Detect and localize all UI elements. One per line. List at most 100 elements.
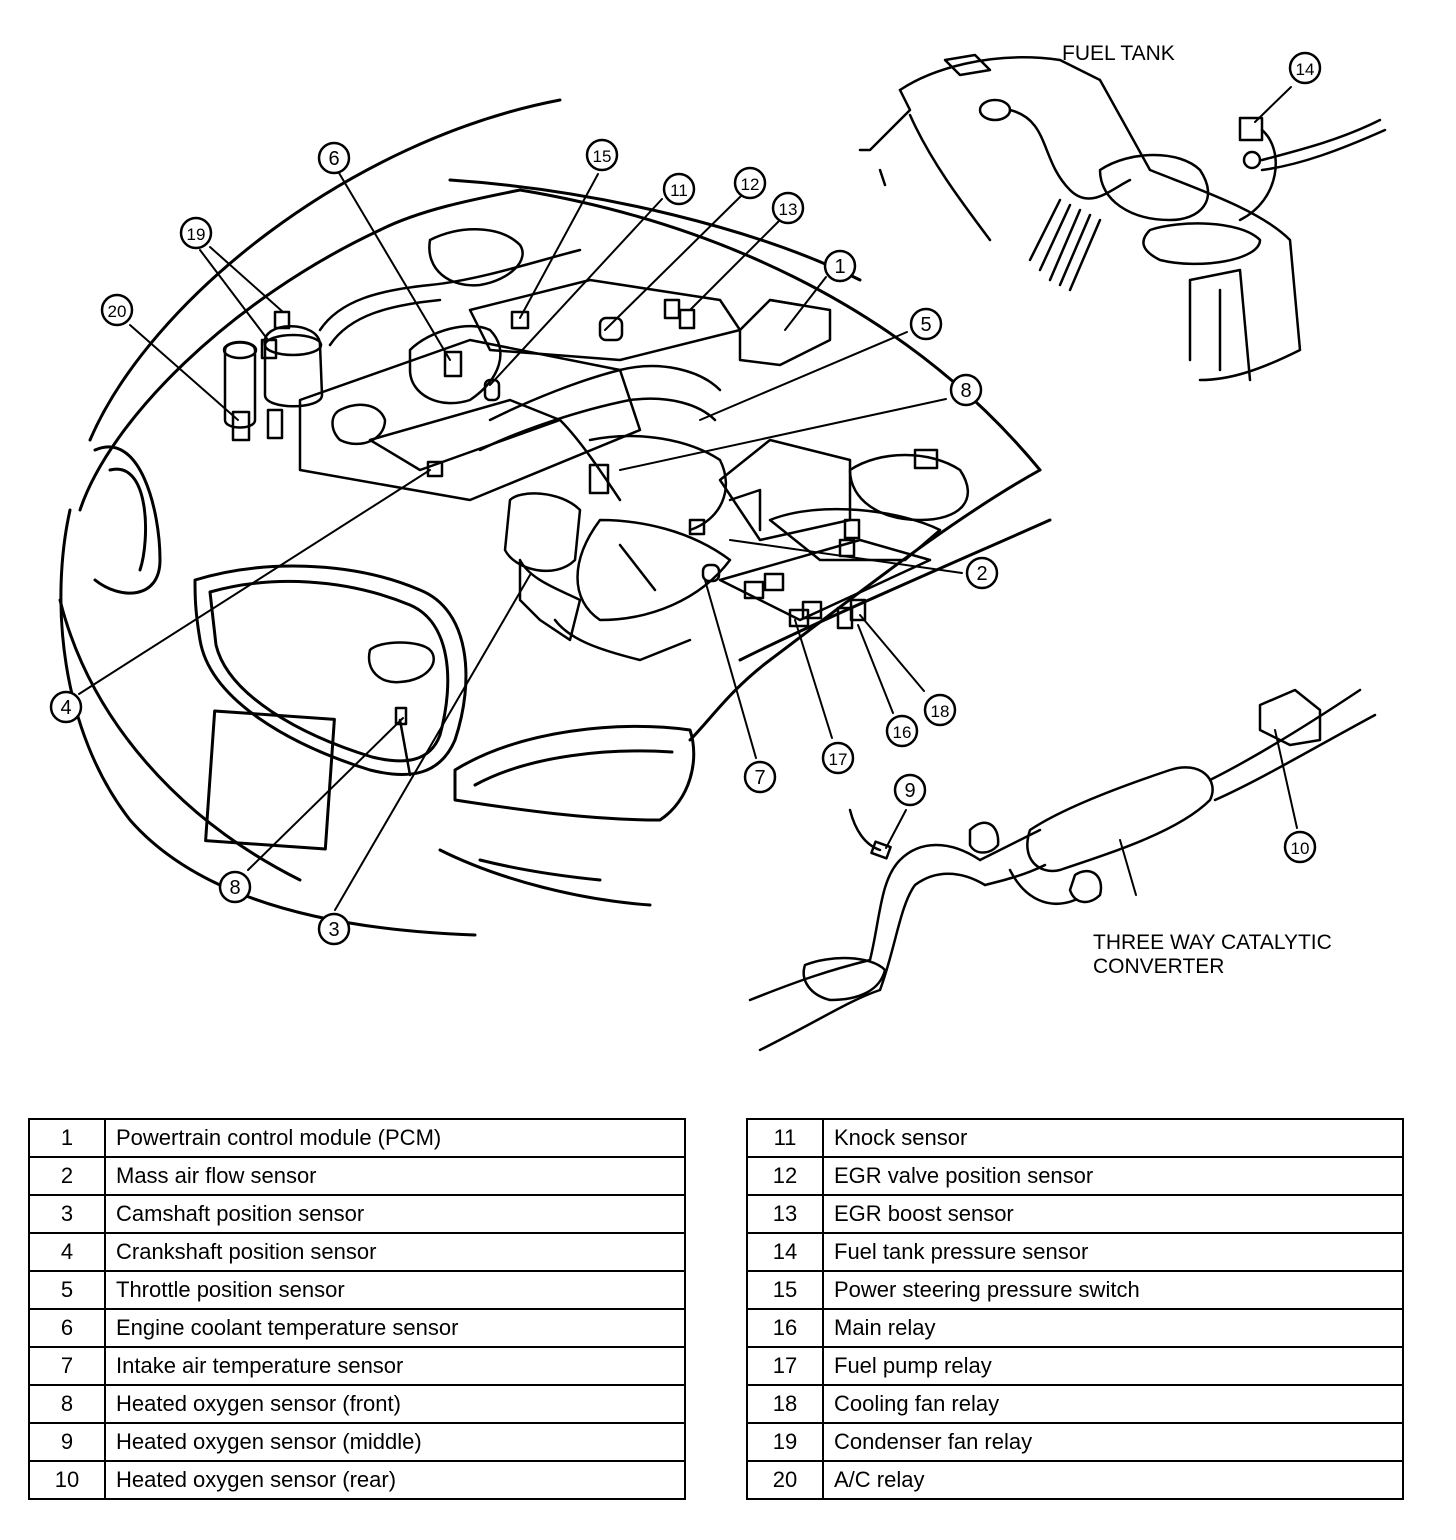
callout-number: 15 xyxy=(593,147,612,166)
callout-circle xyxy=(317,141,351,175)
callout-20: 20 xyxy=(100,293,134,327)
legend-number: 7 xyxy=(28,1346,106,1386)
callout-number: 1 xyxy=(834,256,845,278)
callout-number: 3 xyxy=(328,919,339,941)
callout-number: 7 xyxy=(754,767,765,789)
callout-8: 8 xyxy=(218,870,252,904)
legend-description: Powertrain control module (PCM) xyxy=(104,1118,686,1158)
callout-18: 18 xyxy=(923,693,957,727)
legend-description: A/C relay xyxy=(822,1460,1404,1500)
callout-leader-lines xyxy=(78,86,1298,911)
callout-circle xyxy=(49,690,83,724)
callout-17: 17 xyxy=(821,741,855,775)
callout-number: 8 xyxy=(229,877,240,899)
legend-description: EGR valve position sensor xyxy=(822,1156,1404,1196)
callout-16: 16 xyxy=(885,714,919,748)
legend-number: 11 xyxy=(746,1118,824,1158)
callout-circle xyxy=(965,556,999,590)
callout-circle xyxy=(771,191,805,225)
legend-number: 19 xyxy=(746,1422,824,1462)
legend-description: Knock sensor xyxy=(822,1118,1404,1158)
legend-description: Crankshaft position sensor xyxy=(104,1232,686,1272)
legend-number: 1 xyxy=(28,1118,106,1158)
callout-19: 19 xyxy=(179,216,213,250)
callout-number: 14 xyxy=(1296,60,1315,79)
exhaust-system-drawing xyxy=(748,688,1377,1052)
callout-15: 15 xyxy=(585,138,619,172)
callout-6: 6 xyxy=(317,141,351,175)
legend-description: EGR boost sensor xyxy=(822,1194,1404,1234)
legend-description: Heated oxygen sensor (front) xyxy=(104,1384,686,1424)
fuel-tank-drawing xyxy=(858,53,1387,382)
legend-number: 3 xyxy=(28,1194,106,1234)
callout-circle xyxy=(218,870,252,904)
callout-number: 2 xyxy=(976,563,987,585)
callout-circle xyxy=(733,166,767,200)
callout-10: 10 xyxy=(1283,830,1317,864)
vehicle-body-outline xyxy=(58,98,1052,937)
legend-description: Mass air flow sensor xyxy=(104,1156,686,1196)
callout-circle xyxy=(821,741,855,775)
legend-description: Cooling fan relay xyxy=(822,1384,1404,1424)
legend-number: 13 xyxy=(746,1194,824,1234)
legend-number: 4 xyxy=(28,1232,106,1272)
callout-circle xyxy=(1288,51,1322,85)
callout-circle xyxy=(949,373,983,407)
callout-13: 13 xyxy=(771,191,805,225)
callout-8: 8 xyxy=(949,373,983,407)
callout-number: 20 xyxy=(108,302,127,321)
callout-3: 3 xyxy=(317,912,351,946)
callout-circle xyxy=(1283,830,1317,864)
callout-circle xyxy=(100,293,134,327)
callout-circle xyxy=(893,773,927,807)
legend-description: Fuel pump relay xyxy=(822,1346,1404,1386)
legend-number: 20 xyxy=(746,1460,824,1500)
callout-circle xyxy=(885,714,919,748)
legend-number: 12 xyxy=(746,1156,824,1196)
callout-number: 13 xyxy=(779,200,798,219)
legend-description: Heated oxygen sensor (middle) xyxy=(104,1422,686,1462)
legend-number: 9 xyxy=(28,1422,106,1462)
legend-description: Engine coolant temperature sensor xyxy=(104,1308,686,1348)
callout-9: 9 xyxy=(893,773,927,807)
legend-number: 17 xyxy=(746,1346,824,1386)
callout-number: 19 xyxy=(187,225,206,244)
converter-label-line2: CONVERTER xyxy=(1093,955,1224,978)
legend-number: 14 xyxy=(746,1232,824,1272)
legend-number: 15 xyxy=(746,1270,824,1310)
callout-7: 7 xyxy=(743,760,777,794)
callout-number: 18 xyxy=(931,702,950,721)
callout-circle xyxy=(823,249,857,283)
legend-description: Power steering pressure switch xyxy=(822,1270,1404,1310)
callout-number: 12 xyxy=(741,175,760,194)
legend-number: 6 xyxy=(28,1308,106,1348)
callout-circle xyxy=(662,172,696,206)
legend-description: Condenser fan relay xyxy=(822,1422,1404,1462)
callout-number: 4 xyxy=(60,697,71,719)
legend-number: 16 xyxy=(746,1308,824,1348)
callout-circle xyxy=(317,912,351,946)
callout-number: 17 xyxy=(829,750,848,769)
callout-2: 2 xyxy=(965,556,999,590)
legend-number: 8 xyxy=(28,1384,106,1424)
callout-number: 5 xyxy=(920,314,931,336)
callout-11: 11 xyxy=(662,172,696,206)
legend-description: Main relay xyxy=(822,1308,1404,1348)
legend-description: Fuel tank pressure sensor xyxy=(822,1232,1404,1272)
